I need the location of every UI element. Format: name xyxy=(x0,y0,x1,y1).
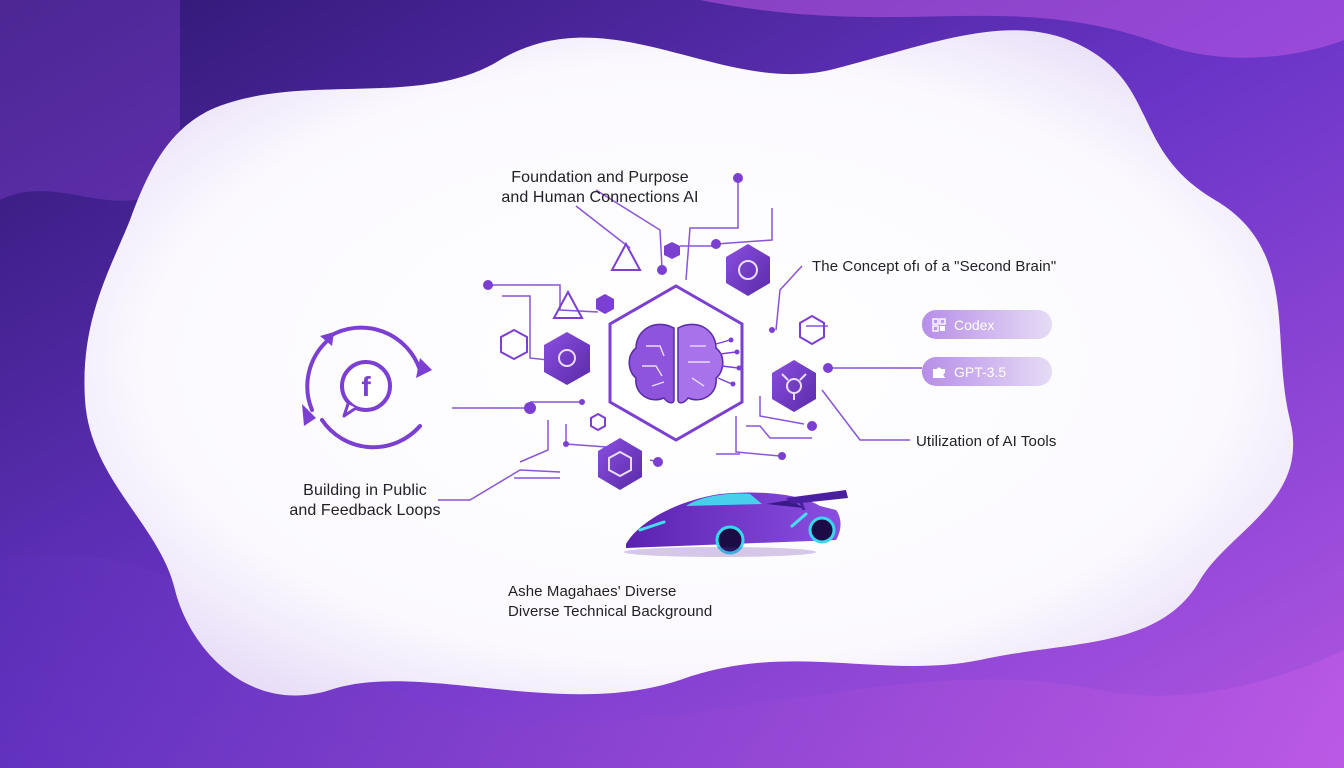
label-background-line1: Ashe Magahaes' Diverse xyxy=(508,583,677,600)
label-ai-tools-text: Utilization of AI Tools xyxy=(916,433,1057,450)
sports-car-icon xyxy=(624,490,848,557)
label-background-line2: Diverse Technical Background xyxy=(508,603,713,620)
triangle-outline xyxy=(552,289,584,319)
tool-label-gpt: GPT-3.5 xyxy=(954,363,1007,380)
hexagon-outline xyxy=(590,412,606,432)
tool-label-codex: Codex xyxy=(954,316,995,333)
label-ai-tools: Utilization of AI Tools xyxy=(916,432,1056,452)
label-building-public-line1: Building in Public xyxy=(303,482,427,499)
hexagon-node-bottom xyxy=(598,438,642,490)
label-foundation-line2: and Human Connections AI xyxy=(501,189,699,206)
label-background: Ashe Magahaes' Diverse Diverse Technical… xyxy=(508,582,748,622)
hexagon-node-top xyxy=(726,244,770,296)
brain-circuit-icon xyxy=(608,284,744,442)
outline-shapes xyxy=(500,241,825,432)
background-wave-left xyxy=(0,0,180,201)
tool-pill-gpt: GPT-3.5 xyxy=(922,357,1052,386)
triangle-outline xyxy=(610,241,642,271)
hexagon-node-right xyxy=(772,360,816,412)
facebook-cycle-icon: f xyxy=(302,325,432,450)
hexagon-node-left xyxy=(544,332,590,385)
facebook-letter: f xyxy=(361,371,371,402)
label-second-brain: The Concept ofı of a "Second Brain" xyxy=(812,257,1056,277)
grid-icon xyxy=(932,317,946,332)
hexagon-small xyxy=(664,242,680,259)
label-building-public-line2: and Feedback Loops xyxy=(289,502,441,519)
hexagon-outline xyxy=(500,328,528,361)
tool-pill-codex: Codex xyxy=(922,310,1052,339)
hexagon-outline xyxy=(799,314,825,346)
puzzle-icon xyxy=(933,367,945,378)
label-building-public: Building in Public and Feedback Loops xyxy=(280,481,450,521)
label-foundation: Foundation and Purpose and Human Connect… xyxy=(480,168,720,208)
label-second-brain-text: The Concept ofı of a "Second Brain" xyxy=(812,258,1057,275)
background-wave-top xyxy=(700,0,1344,58)
hexagon-small xyxy=(596,294,614,314)
connector-nodes xyxy=(483,173,833,467)
background-wave-bottom xyxy=(0,554,1344,768)
label-foundation-line1: Foundation and Purpose xyxy=(511,169,689,186)
